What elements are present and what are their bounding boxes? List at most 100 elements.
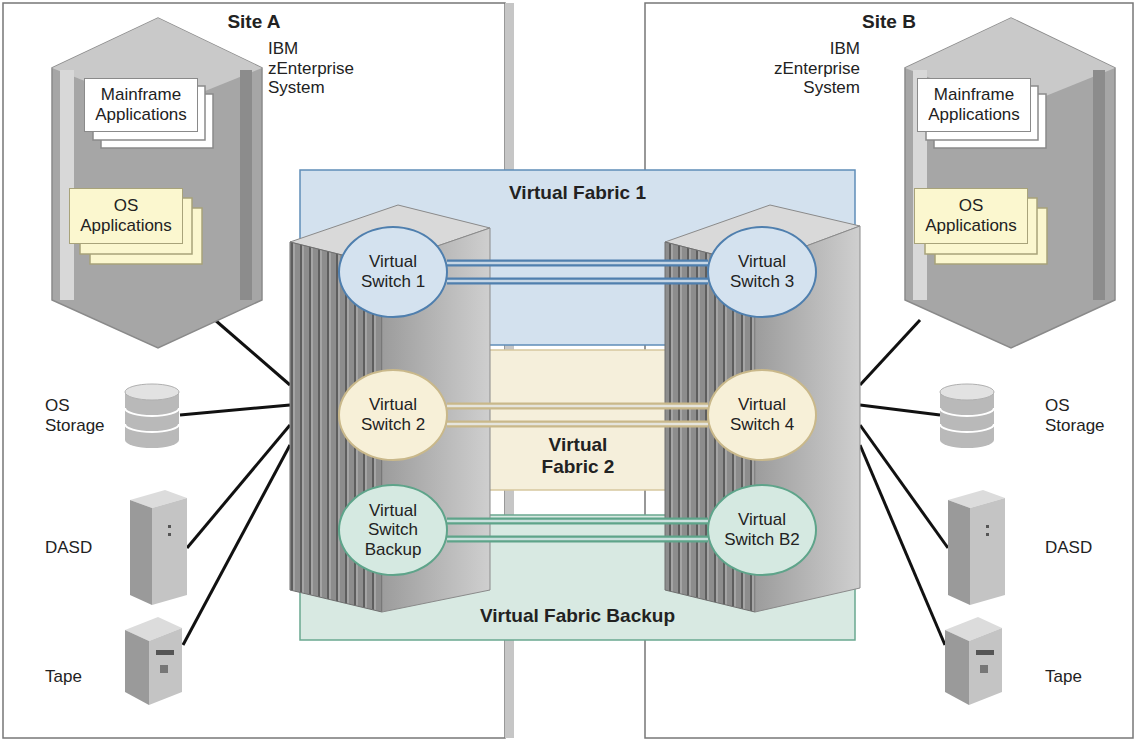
- virtual-fabric: Virtual Switch 1 Virtual Switch 3 Virtual …: [300, 170, 855, 345]
- storage-device: DASD: [40, 490, 190, 608]
- storage-device: Tape: [40, 612, 185, 710]
- link-outline: [447, 518, 708, 525]
- dasd-light: [168, 533, 171, 536]
- disk-band: [940, 408, 994, 432]
- switch-label: Virtual Switch Backup: [355, 501, 431, 560]
- fabric-label: Virtual Fabric 2: [532, 434, 624, 478]
- storage-device: OS Storage: [40, 380, 185, 450]
- application-card: OS Applications: [914, 188, 1028, 244]
- node-label: OS Storage: [1045, 396, 1113, 435]
- fabric-link: [447, 262, 708, 265]
- virtual-switch: Virtual Switch 1: [338, 226, 448, 318]
- mainframe-tower: [905, 18, 1115, 348]
- switch-label: Virtual Switch B2: [724, 510, 800, 549]
- storage-device: OS Storage: [935, 380, 1115, 450]
- tape-side: [125, 630, 149, 705]
- node-label: IBM zEnterprise System: [765, 39, 860, 98]
- fabric-link: [447, 520, 708, 523]
- mainframe-stripe: [60, 70, 74, 300]
- disk-icon: [940, 384, 994, 448]
- disk-top: [940, 384, 994, 400]
- wire: [860, 405, 940, 415]
- dasd-icon: [130, 490, 187, 605]
- dasd-light: [986, 533, 989, 536]
- link-outline: [447, 260, 708, 267]
- node-label: IBM zEnterprise System: [268, 39, 363, 98]
- wire: [215, 320, 290, 385]
- virtual-switch: Virtual Switch 2: [338, 369, 448, 461]
- application-card: Mainframe Applications: [917, 78, 1031, 132]
- application-card: Mainframe Applications: [84, 78, 198, 132]
- tape-button: [980, 665, 988, 673]
- wire: [183, 445, 290, 645]
- dasd-light: [168, 525, 171, 528]
- switch-label: Virtual Switch 1: [355, 252, 431, 291]
- disk-band: [125, 408, 179, 432]
- node-label: Tape: [1045, 667, 1113, 687]
- disk-bottom: [125, 432, 179, 448]
- site-heading: Site A: [3, 11, 505, 33]
- disk-top: [125, 384, 179, 400]
- switch-label: Virtual Switch 4: [724, 395, 800, 434]
- dasd-icon: [948, 490, 1005, 605]
- dasd-front: [152, 498, 187, 605]
- storage-device: DASD: [940, 490, 1115, 608]
- tape-slot: [156, 650, 174, 655]
- storage-device: Tape: [940, 612, 1115, 710]
- link-outline: [447, 536, 708, 543]
- virtual-switch: Virtual Switch 4: [707, 369, 817, 461]
- fabric-link: [447, 538, 708, 541]
- site-heading: Site B: [645, 11, 1133, 33]
- dasd-side: [130, 500, 152, 605]
- wire: [860, 445, 945, 645]
- link-outline: [447, 278, 708, 285]
- virtual-fabric: Virtual Switch 2 Virtual Switch 4 Virtual …: [300, 350, 855, 490]
- mainframe-system: Mainframe Applications OS Applications IBM…: [765, 15, 1115, 350]
- wire: [860, 425, 948, 548]
- application-card: OS Applications: [69, 188, 183, 244]
- tape-icon: [945, 617, 1002, 705]
- mainframe-tower: [52, 18, 262, 348]
- tape-slot: [976, 650, 994, 655]
- node-label: DASD: [45, 538, 120, 558]
- mainframe-system: Mainframe Applications OS Applications IBM…: [50, 15, 365, 350]
- link-outline: [447, 421, 708, 428]
- disk-icon: [125, 384, 179, 448]
- virtual-switch: Virtual Switch B2: [707, 484, 817, 576]
- mainframe-stripe: [240, 70, 252, 300]
- wire: [180, 405, 290, 415]
- dasd-side: [948, 500, 970, 605]
- node-label: Mainframe Applications: [922, 85, 1026, 124]
- virtual-switch: Virtual Switch 3: [707, 226, 817, 318]
- node-label: Mainframe Applications: [89, 85, 193, 124]
- dasd-light: [986, 525, 989, 528]
- wire: [187, 425, 290, 548]
- tape-icon: [125, 617, 182, 705]
- fabric-link: [447, 280, 708, 283]
- fabric-link: [447, 423, 708, 426]
- tape-front: [149, 628, 182, 705]
- fabric-label: Virtual Fabric 1: [300, 182, 855, 204]
- link-outline: [447, 403, 708, 410]
- mainframe-stripe: [1093, 70, 1105, 300]
- virtual-fabric: Virtual Switch BackupVirtual Switch B2Vi…: [300, 515, 855, 640]
- wire: [860, 320, 920, 385]
- fabric-link: [447, 405, 708, 408]
- site-panel: Mainframe Applications OS Applications IBM…: [645, 3, 1133, 738]
- switch-label: Virtual Switch 2: [355, 395, 431, 434]
- tape-button: [160, 665, 168, 673]
- node-label: OS Applications: [74, 196, 178, 235]
- tape-side: [945, 630, 969, 705]
- disk-bottom: [940, 432, 994, 448]
- node-label: DASD: [1045, 538, 1113, 558]
- node-label: OS Storage: [45, 396, 120, 435]
- node-label: OS Applications: [919, 196, 1023, 235]
- fabric-label: Virtual Fabric Backup: [300, 605, 855, 627]
- node-label: Tape: [45, 667, 120, 687]
- site-panel: Mainframe Applications OS Applications IBM…: [3, 3, 505, 738]
- switch-label: Virtual Switch 3: [724, 252, 800, 291]
- virtual-switch: Virtual Switch Backup: [338, 484, 448, 576]
- tape-front: [969, 628, 1002, 705]
- dasd-front: [970, 498, 1005, 605]
